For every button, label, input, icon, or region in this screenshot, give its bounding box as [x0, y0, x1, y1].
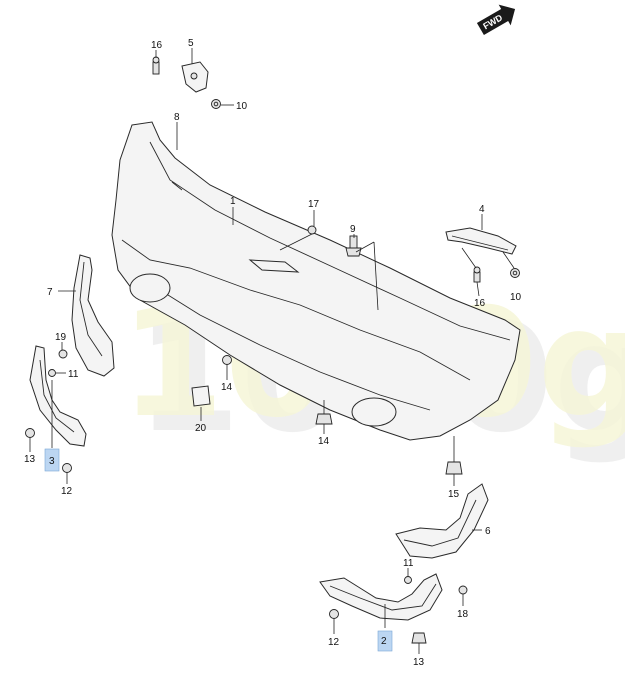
fastener-14-mid — [222, 355, 232, 365]
callout-11-right: 11 — [403, 558, 414, 569]
bracket-right — [445, 227, 517, 255]
fastener-15 — [445, 461, 463, 475]
stay-left — [29, 345, 87, 447]
bracket-left — [71, 254, 115, 377]
callout-7: 7 — [47, 287, 53, 298]
nut-10-right — [510, 268, 520, 278]
callout-5: 5 — [188, 38, 194, 49]
callout-6: 6 — [485, 526, 491, 537]
fastener-13-left — [25, 428, 35, 438]
fastener-14-low — [315, 413, 333, 425]
highlight-part-2 — [377, 630, 393, 652]
callout-3: 3 — [49, 456, 55, 467]
callout-16-top: 16 — [151, 40, 163, 51]
highlight-part-3 — [44, 448, 60, 472]
callout-14-mid: 14 — [221, 382, 233, 393]
callout-4: 4 — [479, 204, 485, 215]
fastener-11-left — [48, 369, 56, 377]
stay-right — [395, 483, 489, 559]
callout-13-left: 13 — [24, 454, 36, 465]
bracket-upper — [181, 61, 209, 93]
callout-1: 1 — [230, 196, 236, 207]
screw-16-right — [473, 266, 481, 283]
leader-lines — [29, 48, 515, 654]
fastener-12-right — [329, 609, 339, 619]
fastener-19 — [58, 349, 68, 359]
callout-10-top: 10 — [236, 101, 248, 112]
clip-17 — [307, 225, 317, 235]
bumper-cover — [111, 121, 521, 441]
callout-15: 15 — [448, 489, 460, 500]
callout-17: 17 — [308, 199, 320, 210]
fastener-11-right — [404, 576, 412, 584]
fastener-18 — [458, 585, 468, 595]
callout-19: 19 — [55, 332, 67, 343]
callout-11-left: 11 — [68, 369, 79, 380]
callout-8: 8 — [174, 112, 180, 123]
callout-12-left: 12 — [61, 486, 73, 497]
pad-20 — [191, 385, 211, 407]
callout-20: 20 — [195, 423, 207, 434]
callout-12-right: 12 — [328, 637, 340, 648]
callout-10-right: 10 — [510, 292, 522, 303]
fastener-13-right — [411, 632, 427, 644]
nut-10-top — [211, 99, 221, 109]
screw-16-top — [152, 56, 160, 75]
bolt-9 — [345, 235, 362, 257]
fwd-arrow-icon: FWD — [476, 4, 516, 36]
callout-9: 9 — [350, 224, 356, 235]
callout-14-low: 14 — [318, 436, 330, 447]
callout-18: 18 — [457, 609, 469, 620]
callouts: 16 5 10 8 1 17 9 4 16 10 7 19 11 14 20 1… — [24, 38, 522, 668]
stay-bottom — [319, 573, 443, 621]
callout-16-right: 16 — [474, 298, 486, 309]
callout-13-right: 13 — [413, 657, 425, 668]
callout-2: 2 — [381, 636, 387, 647]
fastener-12-left — [62, 463, 72, 473]
